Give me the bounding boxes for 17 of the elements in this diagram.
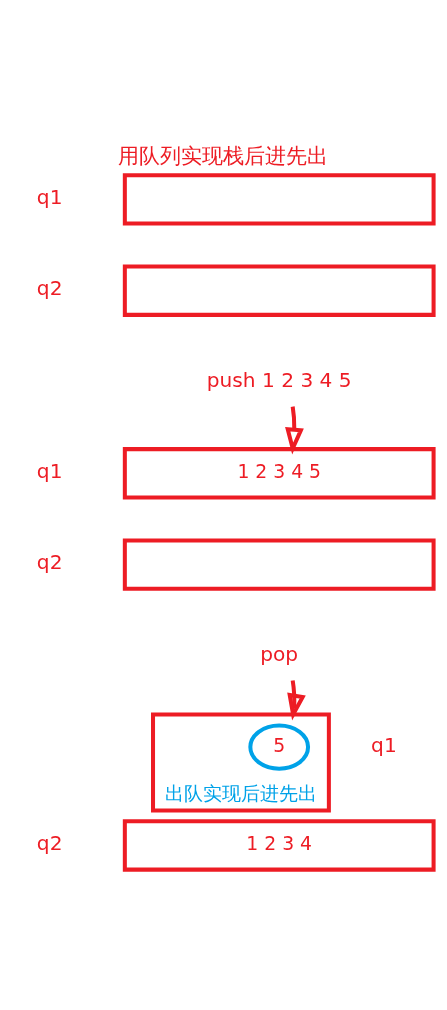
- node-text: push 1 2 3 4 5: [206, 367, 352, 392]
- node-label: q2: [36, 831, 63, 856]
- node-box: [122, 538, 436, 591]
- node-box: 1 2 3 4: [122, 819, 436, 872]
- node-label: q1: [371, 732, 397, 757]
- node-box: [122, 264, 436, 317]
- node-text: pop: [260, 641, 299, 666]
- arrow: [285, 406, 304, 455]
- node-label: q1: [36, 185, 63, 210]
- node-label: q1: [36, 458, 63, 483]
- diagram-title: 用队列实现栈后进先出: [118, 142, 329, 168]
- node-box: 1 2 3 4 5: [122, 447, 436, 500]
- node-label: q2: [36, 550, 63, 575]
- node-label: q2: [36, 276, 63, 301]
- node-ellipse: 5: [248, 723, 311, 771]
- arrow: [287, 680, 306, 721]
- node-box: [122, 173, 436, 226]
